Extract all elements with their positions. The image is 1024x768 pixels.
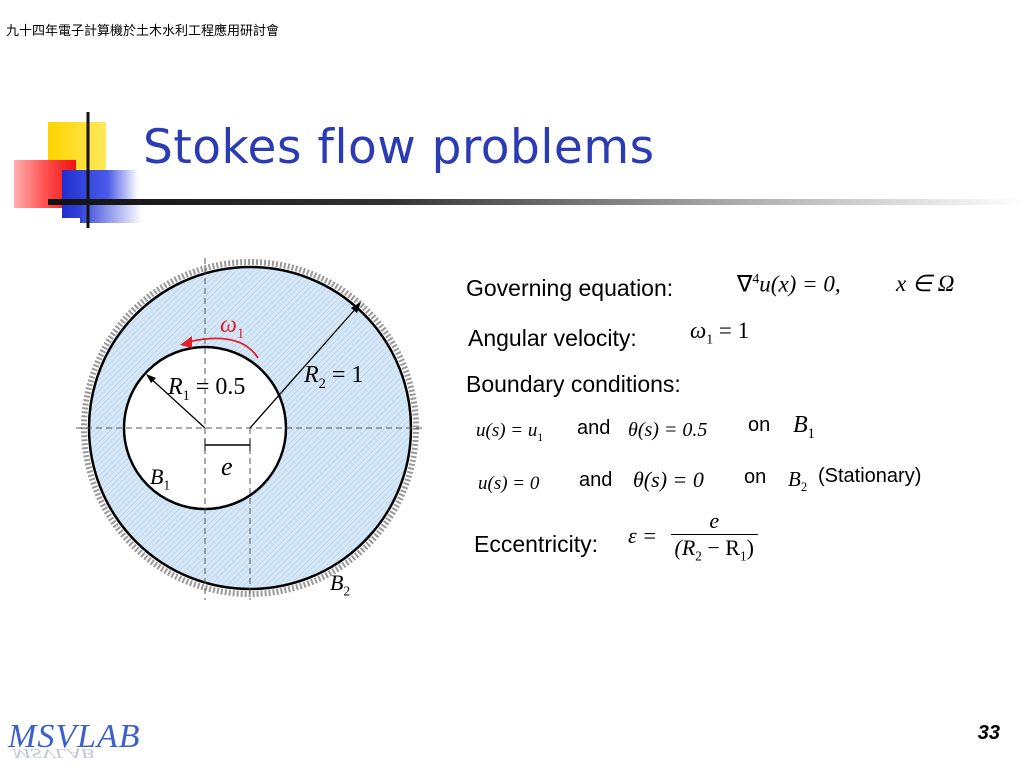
angular-velocity-equation: ω1 = 1 — [690, 318, 750, 347]
bc2-on: on — [744, 466, 767, 488]
b2-label: B2 — [330, 570, 351, 599]
governing-equation-label: Governing equation: — [466, 275, 674, 301]
r1-arrow — [147, 375, 206, 429]
msvlab-logo: MSVLAB — [8, 718, 141, 755]
eccentric-annulus-diagram — [76, 258, 426, 600]
b1-label: B1 — [150, 464, 171, 493]
bc2-boundary: B2 — [788, 467, 808, 495]
eccentricity-label-text: Eccentricity: — [474, 531, 598, 557]
bc1-angle: θ(s) = 0.5 — [628, 419, 708, 441]
bc1-and: and — [577, 417, 611, 439]
decorative-squares — [14, 112, 142, 228]
title-underline — [48, 199, 1024, 205]
r2-arrow — [249, 305, 359, 429]
omega-label: ω1 — [220, 312, 245, 342]
bc2-velocity: u(s) = 0 — [478, 473, 540, 494]
angular-velocity-label: Angular velocity: — [468, 325, 637, 351]
eccentricity-equation: ε = e (R2 − R1) — [628, 508, 758, 564]
blue-square-lower — [80, 205, 142, 223]
bc1-on: on — [748, 414, 771, 436]
slide-title: Stokes flow problems — [143, 120, 655, 175]
page-number: 33 — [977, 722, 1000, 744]
bc1-boundary: B1 — [793, 412, 815, 442]
r1-label: R1 = 0.5 — [168, 374, 246, 404]
governing-equation: ∇4u(x) = 0, — [737, 271, 841, 297]
bc1-velocity: u(s) = u1 — [476, 420, 544, 444]
conference-header: 九十四年電子計算機於土木水利工程應用研討會 — [6, 24, 280, 39]
eccentricity-label: e — [221, 452, 233, 481]
boundary-conditions-label: Boundary conditions: — [466, 371, 681, 397]
bc2-angle: θ(s) = 0 — [633, 467, 704, 492]
bc2-note: (Stationary) — [818, 465, 922, 487]
governing-domain: x ∈ Ω — [896, 271, 955, 296]
bc2-and: and — [579, 469, 613, 491]
rotation-arrow — [187, 337, 259, 359]
r2-label: R2 = 1 — [304, 362, 364, 392]
